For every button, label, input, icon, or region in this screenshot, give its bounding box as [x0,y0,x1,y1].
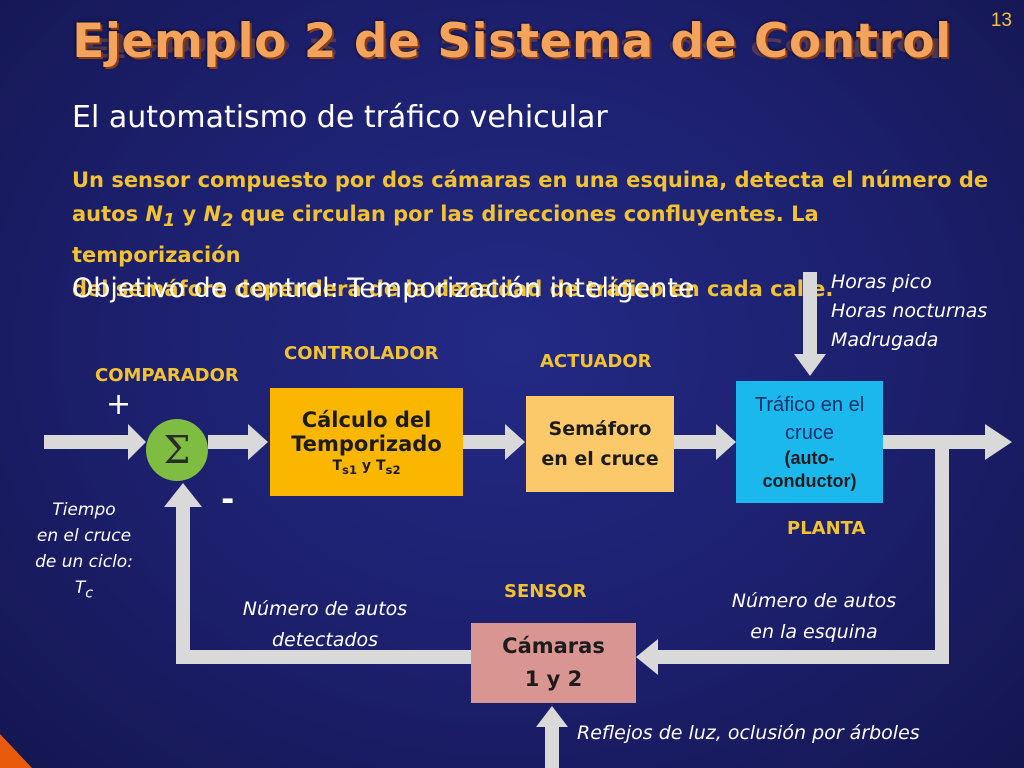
input-arrow-shaft [44,435,130,449]
paragraph-line-2: autos N1 y N2 que circulan por las direc… [72,202,819,268]
actuator-to-plant-shaft [674,435,718,449]
input-arrow-head [128,424,146,460]
description-paragraph: Un sensor compuesto por dos cámaras en u… [72,163,992,306]
feedback-to-sensor-shaft [656,650,949,664]
sensor-disturbance-shaft [545,725,559,768]
plant-disturbance-shaft [803,272,817,358]
sensor-disturbance-text: Reflejos de luz, oclusión por árboles [577,722,920,744]
sigma-to-controller-head [248,424,268,460]
feedback-right-text: Número de autos en la esquina [731,590,897,643]
feedback-left-vertical [176,505,190,664]
actuator-label: ACTUADOR [540,351,652,372]
plant-disturbance-text: Horas pico Horas nocturnas Madrugada [831,271,988,351]
sigma-to-controller-shaft [208,435,250,449]
controller-to-actuator-head [505,424,525,460]
minus-sign: - [221,480,235,518]
output-arrow-head [985,424,1012,460]
sensor-disturbance-head [536,706,568,727]
feedback-right-vertical [935,442,949,664]
comparator-label: COMPARADOR [95,365,239,386]
comparator-sigma: Σ [146,419,208,481]
actuator-to-plant-head [716,424,736,460]
slide-number: 13 [990,10,1012,31]
sensor-block: Cámaras 1 y 2 [471,623,636,703]
control-objective: Objetivo de control: Temporización intel… [72,273,695,304]
subtitle: El automatismo de tráfico vehicular [72,100,608,135]
feedback-to-sensor-head [636,639,658,675]
controller-label: CONTROLADOR [284,343,439,364]
plant-block: Tráfico en el cruce (auto- conductor) [736,381,883,503]
corner-decoration [0,734,32,768]
plant-label: PLANTA [787,518,866,539]
input-reference-text: Tiempo en el cruce de un ciclo: Tc [35,500,133,602]
controller-block: Cálculo del Temporizado Ts1 y Ts2 [270,388,463,496]
plus-sign: + [106,387,132,422]
paragraph-line-3: del semáforo dependerá de la densidad de… [72,277,834,302]
controller-to-actuator-shaft [463,435,507,449]
sensor-label: SENSOR [504,581,587,602]
page-title: Ejemplo 2 de Sistema de Control [72,14,952,69]
feedback-left-text: Número de autos detectados [242,598,408,651]
sensor-to-left-shaft [176,650,471,664]
actuator-block: Semáforo en el cruce [526,396,674,492]
paragraph-line-1: Un sensor compuesto por dos cámaras en u… [72,168,989,192]
feedback-to-sigma-head [164,483,202,507]
plant-disturbance-head [794,354,826,376]
